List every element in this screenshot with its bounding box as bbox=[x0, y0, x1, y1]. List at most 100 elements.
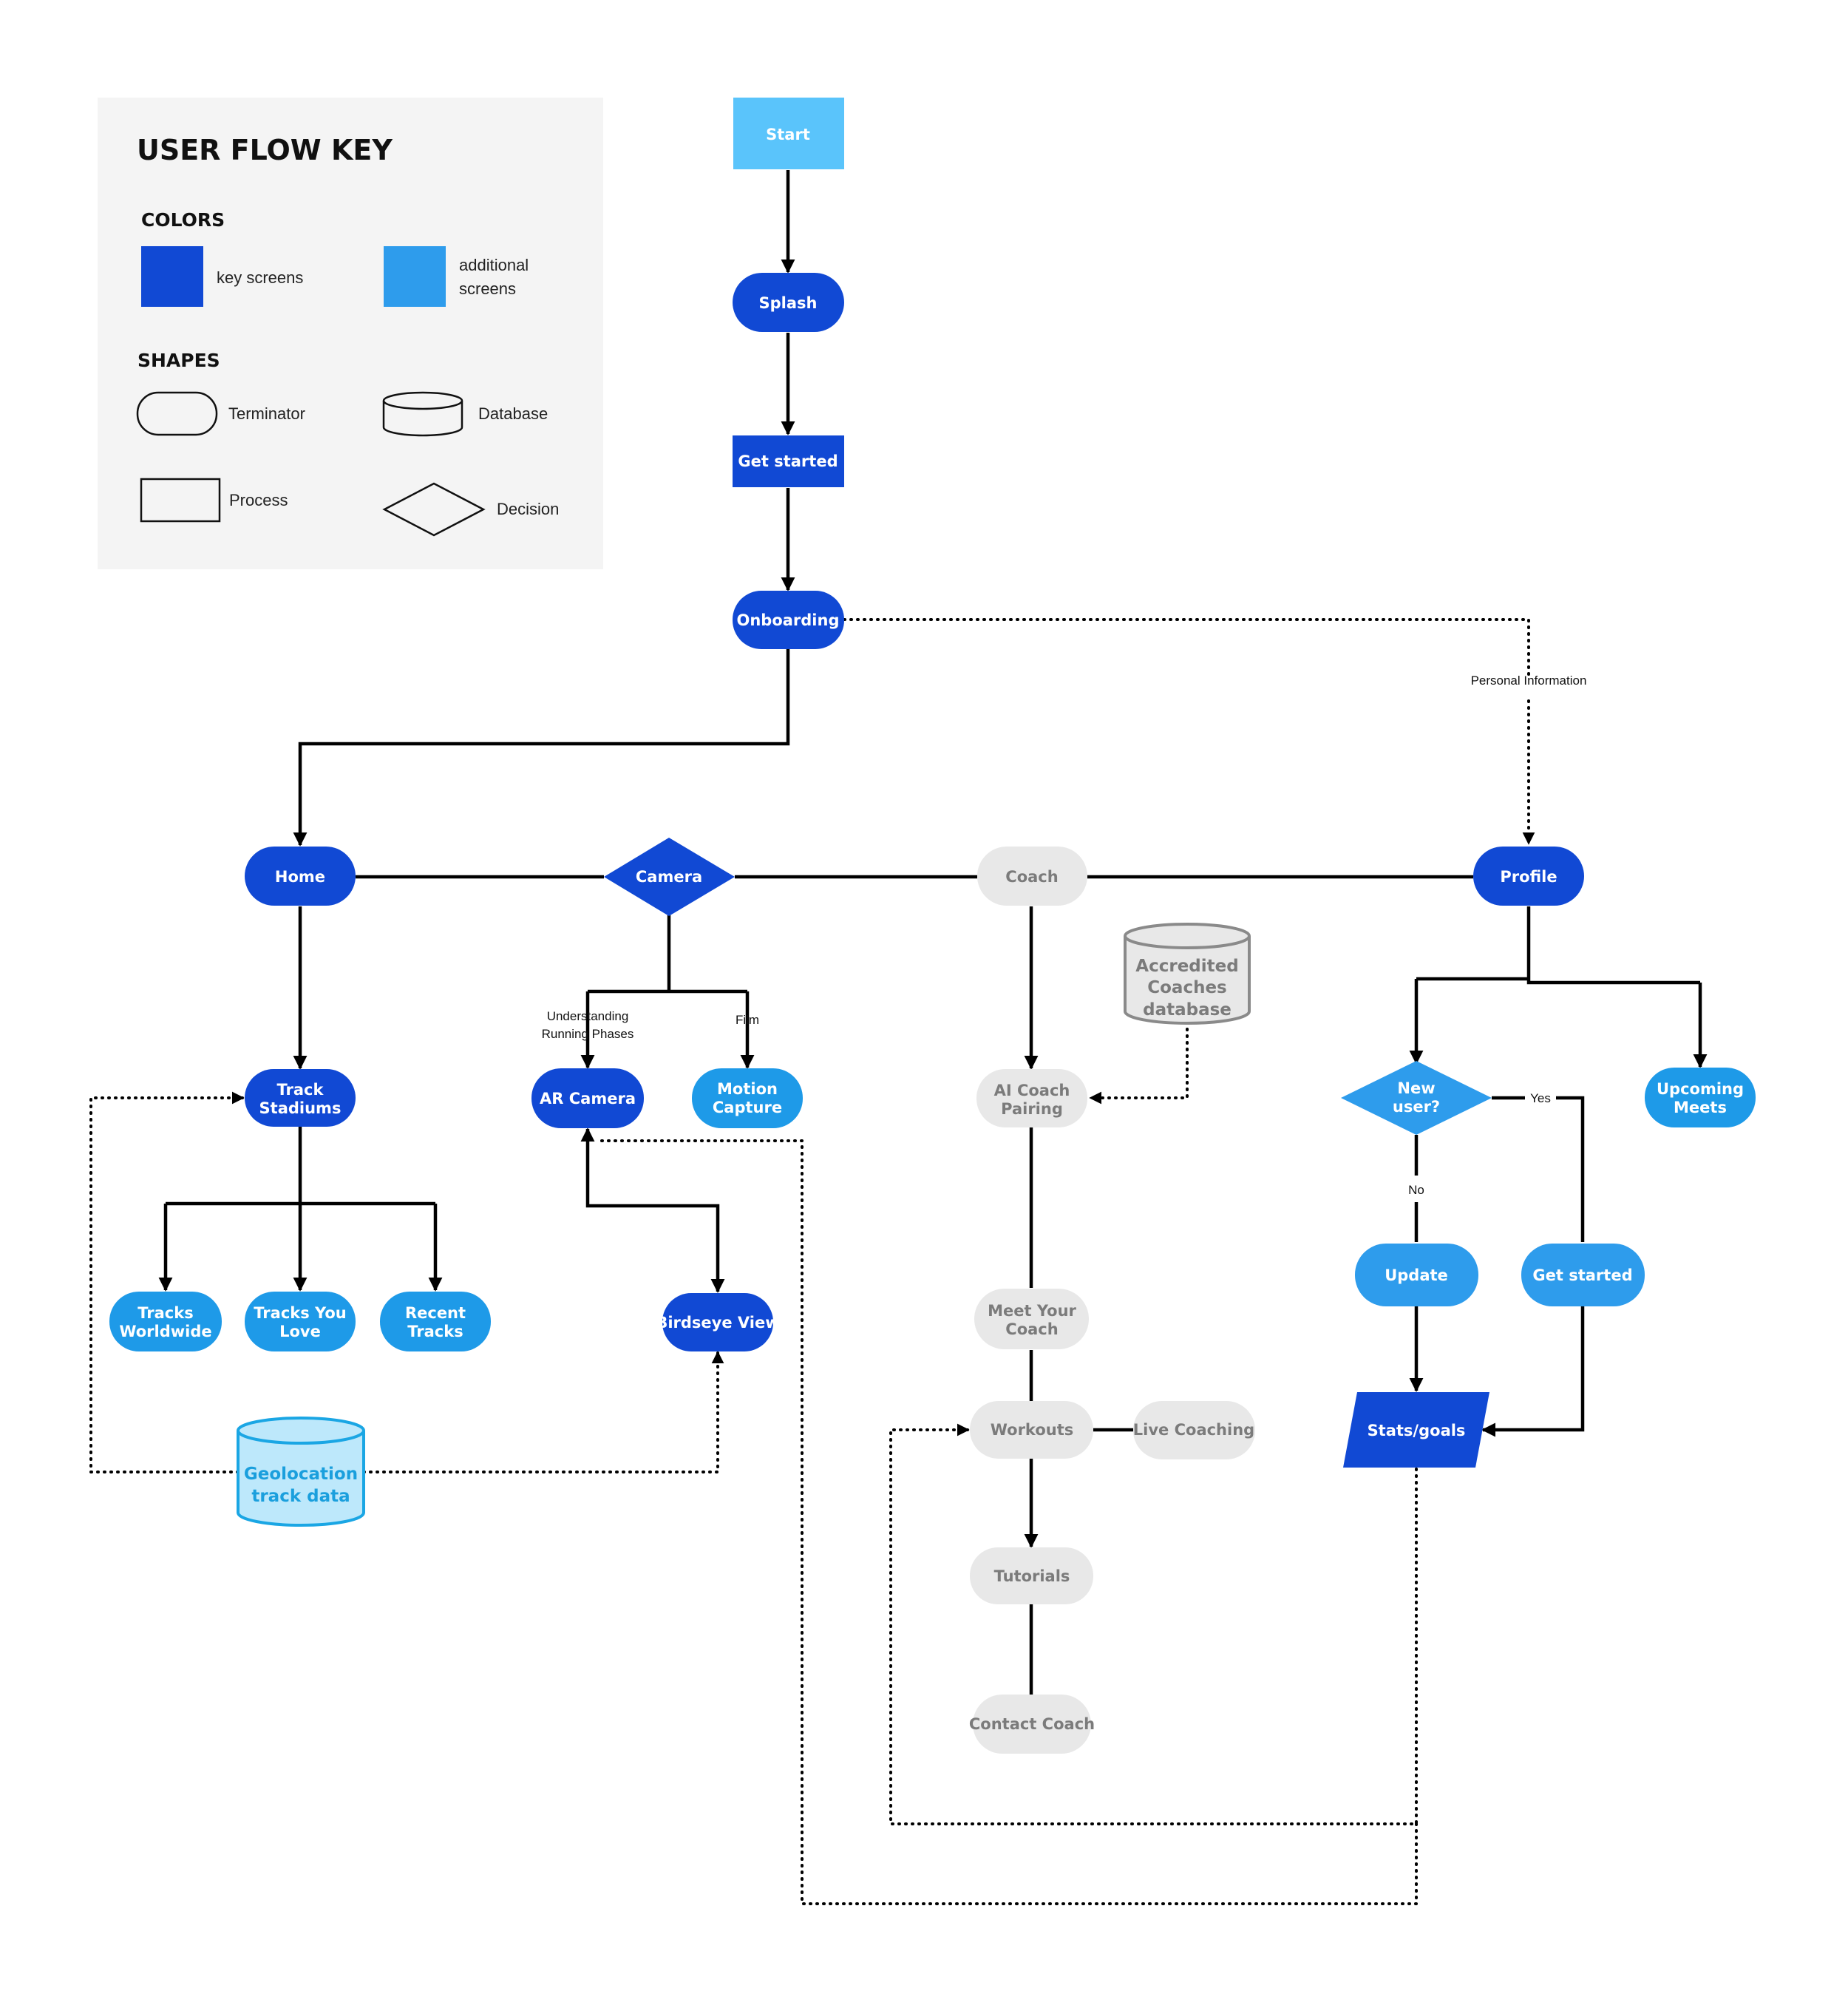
edge-profile-branch bbox=[1416, 906, 1700, 985]
node-recent-tracks[interactable]: Recent Tracks bbox=[380, 1292, 491, 1351]
node-live-coaching[interactable]: Live Coaching bbox=[1133, 1401, 1255, 1459]
edge-labels: Personal Information Understanding Runni… bbox=[542, 674, 1587, 1197]
svg-text:Meet Your: Meet Your bbox=[988, 1302, 1076, 1320]
node-tracks-you-love[interactable]: Tracks You Love bbox=[245, 1292, 356, 1351]
svg-text:track data: track data bbox=[251, 1487, 350, 1506]
svg-text:Tutorials: Tutorials bbox=[994, 1567, 1070, 1585]
svg-text:Track: Track bbox=[277, 1081, 325, 1099]
dotted-connectors bbox=[89, 618, 1529, 1905]
edge-stats-workouts bbox=[889, 1423, 1418, 1825]
edge-newuser-yes bbox=[1492, 1096, 1585, 1242]
node-start[interactable]: Start bbox=[733, 98, 844, 169]
node-camera[interactable]: Camera bbox=[604, 838, 735, 916]
svg-text:Workouts: Workouts bbox=[991, 1421, 1074, 1439]
edge-geolocation-birdseye bbox=[362, 1351, 724, 1473]
label-film: Film bbox=[736, 1013, 759, 1027]
svg-text:Live Coaching: Live Coaching bbox=[1133, 1421, 1254, 1439]
node-meet-your-coach[interactable]: Meet Your Coach bbox=[974, 1289, 1089, 1349]
node-geolocation-database[interactable]: Geolocation track data bbox=[237, 1417, 365, 1527]
svg-text:user?: user? bbox=[1393, 1098, 1440, 1116]
svg-text:Capture: Capture bbox=[713, 1099, 782, 1116]
svg-text:Accredited: Accredited bbox=[1135, 957, 1238, 976]
svg-text:Coach: Coach bbox=[1005, 1320, 1058, 1338]
svg-text:Stadiums: Stadiums bbox=[259, 1099, 342, 1117]
database-shape-sample bbox=[382, 391, 463, 437]
node-workouts[interactable]: Workouts bbox=[970, 1401, 1093, 1459]
node-ai-coach-pairing[interactable]: AI Coach Pairing bbox=[976, 1069, 1087, 1127]
edge-arcamera-birdseye bbox=[580, 1127, 725, 1293]
database-label: Database bbox=[478, 404, 548, 423]
node-coach[interactable]: Coach bbox=[977, 847, 1087, 906]
key-screens-label: key screens bbox=[217, 268, 303, 287]
edge-onboarding-profile bbox=[843, 618, 1529, 844]
svg-text:Coaches: Coaches bbox=[1147, 978, 1227, 997]
edge-getstarted2-stats bbox=[1481, 1306, 1585, 1437]
svg-text:Home: Home bbox=[275, 868, 325, 886]
node-birdseye-view[interactable]: Birdseye View bbox=[656, 1293, 780, 1351]
legend-colors-heading: COLORS bbox=[141, 209, 225, 231]
additional-screens-label-line1: additional bbox=[459, 256, 529, 274]
node-accredited-coaches-database[interactable]: Accredited Coaches database bbox=[1124, 923, 1251, 1025]
edge-onboarding-home bbox=[293, 649, 790, 847]
node-upcoming-meets[interactable]: Upcoming Meets bbox=[1645, 1068, 1756, 1127]
label-understanding-line1: Understanding bbox=[547, 1009, 629, 1023]
svg-text:AI Coach: AI Coach bbox=[994, 1082, 1070, 1099]
svg-text:Get started: Get started bbox=[738, 452, 838, 470]
svg-text:Upcoming: Upcoming bbox=[1657, 1080, 1744, 1098]
label-personal-information: Personal Information bbox=[1471, 674, 1587, 688]
svg-text:AR Camera: AR Camera bbox=[540, 1090, 636, 1108]
node-profile[interactable]: Profile bbox=[1473, 847, 1584, 906]
terminator-shape-sample bbox=[136, 391, 218, 436]
process-label: Process bbox=[229, 491, 288, 509]
svg-text:Motion: Motion bbox=[717, 1080, 778, 1098]
node-tutorials[interactable]: Tutorials bbox=[970, 1547, 1093, 1604]
edge-accredited-aipairing bbox=[1089, 1021, 1189, 1105]
svg-text:Geolocation: Geolocation bbox=[244, 1465, 358, 1484]
label-no: No bbox=[1408, 1183, 1424, 1197]
decision-label: Decision bbox=[497, 500, 559, 518]
svg-text:Meets: Meets bbox=[1674, 1099, 1727, 1116]
svg-text:Get started: Get started bbox=[1532, 1266, 1632, 1284]
node-motion-capture[interactable]: Motion Capture bbox=[692, 1068, 803, 1128]
label-yes: Yes bbox=[1530, 1091, 1551, 1105]
svg-text:Start: Start bbox=[766, 126, 810, 143]
process-shape-sample bbox=[140, 478, 221, 523]
node-stats-goals[interactable]: Stats/goals bbox=[1343, 1392, 1489, 1468]
svg-text:Splash: Splash bbox=[759, 294, 818, 312]
edge-stats-arcamera bbox=[594, 1139, 1418, 1905]
svg-text:Love: Love bbox=[279, 1323, 321, 1340]
svg-text:Stats/goals: Stats/goals bbox=[1368, 1422, 1466, 1439]
svg-text:Contact Coach: Contact Coach bbox=[969, 1715, 1095, 1733]
node-splash[interactable]: Splash bbox=[733, 273, 844, 332]
node-new-user-decision[interactable]: New user? bbox=[1341, 1061, 1492, 1135]
node-get-started-2[interactable]: Get started bbox=[1521, 1244, 1645, 1306]
svg-text:Worldwide: Worldwide bbox=[119, 1323, 211, 1340]
svg-text:Tracks You: Tracks You bbox=[254, 1304, 346, 1322]
node-onboarding[interactable]: Onboarding bbox=[733, 591, 844, 649]
svg-text:Tracks: Tracks bbox=[407, 1323, 463, 1340]
node-home[interactable]: Home bbox=[245, 847, 356, 906]
svg-text:Onboarding: Onboarding bbox=[736, 611, 839, 629]
additional-screens-swatch bbox=[384, 246, 446, 307]
legend-background bbox=[98, 98, 603, 569]
svg-text:Recent: Recent bbox=[405, 1304, 466, 1322]
node-contact-coach[interactable]: Contact Coach bbox=[969, 1695, 1095, 1754]
node-update[interactable]: Update bbox=[1355, 1244, 1478, 1306]
edge-camera-split bbox=[588, 915, 747, 994]
node-track-stadiums[interactable]: Track Stadiums bbox=[245, 1069, 356, 1127]
terminator-label: Terminator bbox=[228, 404, 305, 423]
edge-geolocation-trackstadiums bbox=[89, 1091, 245, 1473]
svg-text:Birdseye View: Birdseye View bbox=[656, 1314, 779, 1332]
node-tracks-worldwide[interactable]: Tracks Worldwide bbox=[109, 1292, 222, 1351]
svg-text:database: database bbox=[1143, 1000, 1232, 1020]
label-understanding-line2: Running Phases bbox=[542, 1027, 634, 1041]
nodes: Start Splash Get started Onboarding Home… bbox=[109, 98, 1756, 1754]
connectors bbox=[158, 170, 1708, 1695]
additional-screens-label-line2: screens bbox=[459, 279, 516, 298]
svg-text:New: New bbox=[1397, 1079, 1435, 1097]
node-get-started[interactable]: Get started bbox=[733, 435, 844, 487]
node-ar-camera[interactable]: AR Camera bbox=[531, 1068, 644, 1128]
edge-trackstadiums-tracks bbox=[166, 1127, 435, 1206]
legend-shapes-heading: SHAPES bbox=[137, 350, 220, 371]
